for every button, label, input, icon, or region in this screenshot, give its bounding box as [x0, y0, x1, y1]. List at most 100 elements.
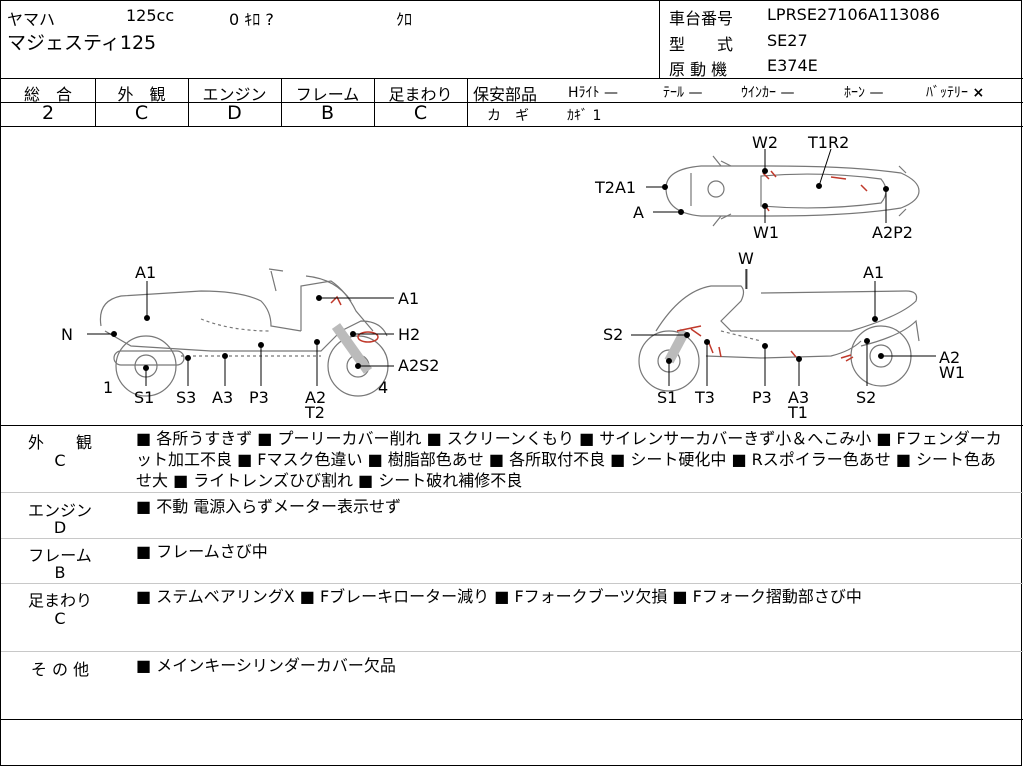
damage-diagram	[87, 148, 936, 397]
grade-rule	[1, 126, 1023, 127]
safety-item-mark: ×	[972, 85, 985, 101]
grade-label-suspension: 足まわり	[388, 85, 453, 104]
safety-item-mark: —	[688, 85, 703, 101]
safety-item-name: Hﾗｲﾄ	[568, 85, 600, 101]
body-color: ｸﾛ	[396, 10, 413, 29]
displacement: 125cc	[126, 6, 175, 25]
diagram-label: A1	[135, 263, 157, 282]
model-code: SE27	[767, 31, 808, 50]
diagram-label: W1	[939, 363, 965, 382]
grade-label-frame: フレーム	[295, 85, 360, 104]
grade-value-frame: B	[320, 102, 335, 124]
left-side-scooter-drawing	[99, 268, 389, 397]
comment-grade-frame: B	[54, 563, 66, 582]
grade-mid-rule	[1, 102, 467, 103]
safety-item-battery: ﾊﾞｯﾃﾘｰ ×	[926, 82, 984, 102]
comment-rule	[1, 492, 1023, 493]
comment-label-suspension: 足まわり	[27, 591, 92, 610]
diagram-label: S1	[657, 388, 678, 407]
safety-item-mark: —	[780, 85, 795, 101]
bottom-rule	[1, 719, 1023, 720]
comment-grade-exterior: C	[54, 451, 66, 470]
diagram-label: S1	[134, 388, 155, 407]
safety-item-name: ｳｲﾝｶｰ	[741, 85, 776, 101]
diagram-label: A2	[939, 348, 961, 367]
comment-grade-engine: D	[53, 518, 67, 537]
diagram-label: A1	[863, 263, 885, 282]
comment-text-suspension: ■ ステムベアリングX ■ Fブレーキローター減り ■ Fフォークブーツ欠損 ■…	[136, 587, 862, 606]
grade-value-suspension: C	[413, 102, 428, 124]
maker: ヤマハ	[7, 10, 56, 29]
mileage: 0 ｷﾛ ?	[229, 10, 274, 29]
frame-no-label: 車台番号	[669, 9, 734, 28]
comment-text-engine: ■ 不動 電源入らずメーター表示せず	[136, 497, 401, 516]
grade-label-total: 総 合	[23, 85, 72, 104]
grade-label-engine: エンジン	[202, 85, 267, 104]
diagram-label: 1	[103, 378, 114, 397]
diagram-label: T2A1	[595, 178, 637, 197]
header-rule	[1, 78, 1023, 79]
diagram-label: P3	[249, 388, 269, 407]
diagram-label: H2	[398, 325, 421, 344]
grade-label-exterior: 外 観	[117, 85, 166, 104]
safety-item-winker: ｳｲﾝｶｰ —	[741, 82, 794, 102]
model-code-label: 型 式	[669, 35, 734, 54]
safety-item-headlight: Hﾗｲﾄ —	[568, 82, 618, 102]
engine-code: E374E	[767, 56, 818, 75]
diagram-label: S2	[603, 325, 624, 344]
comment-text-other: ■ メインキーシリンダーカバー欠品	[136, 656, 396, 675]
key-label: カ ギ	[487, 108, 529, 124]
header-divider	[659, 1, 660, 78]
grade-value-exterior: C	[134, 102, 149, 124]
diagram-label: A2	[305, 388, 327, 407]
comment-text-exterior: ■ 各所うすきず ■ プーリーカバー削れ ■ スクリーンくもり ■ サイレンサー…	[136, 429, 1002, 490]
diagram-label: W1	[753, 223, 779, 242]
damage-marks	[330, 170, 868, 362]
engine-code-label: 原 動 機	[669, 60, 728, 79]
diagram-label: A2P2	[872, 223, 913, 242]
diagram-label: S2	[856, 388, 877, 407]
safety-item-horn: ﾎｰﾝ —	[844, 82, 883, 102]
grade-value-engine: D	[227, 102, 242, 124]
safety-label: 保安部品	[473, 85, 538, 104]
diagram-label: T2	[305, 403, 325, 422]
comment-grade-suspension: C	[54, 609, 66, 628]
comment-label-exterior: 外 観	[27, 433, 92, 452]
safety-item-tail: ﾃｰﾙ —	[663, 82, 702, 102]
diagram-label: N	[61, 325, 73, 344]
safety-mid-rule	[467, 102, 1023, 103]
diagram-label: S3	[176, 388, 197, 407]
diagram-label: A3	[788, 388, 810, 407]
diagram-label: 4	[378, 378, 389, 397]
diagram-label: W2	[752, 133, 778, 152]
diagram-label: P3	[752, 388, 772, 407]
diagram-label: W	[738, 249, 754, 268]
comment-label-frame: フレーム	[28, 546, 92, 565]
safety-item-mark: —	[869, 85, 884, 101]
comment-label-engine: エンジン	[27, 501, 92, 520]
diagram-label: A3	[212, 388, 234, 407]
safety-item-mark: —	[603, 85, 618, 101]
model-name: マジェスティ125	[7, 32, 157, 54]
diagram-label: A1	[398, 289, 420, 308]
safety-item-name: ﾊﾞｯﾃﾘｰ	[926, 85, 968, 101]
diagram-label: T3	[695, 388, 715, 407]
safety-item-name: ﾃｰﾙ	[663, 85, 684, 101]
right-side-scooter-drawing	[638, 269, 920, 392]
diagram-label: A2S2	[398, 356, 440, 375]
top-view-scooter-drawing	[665, 155, 920, 227]
diagram-label: T1R2	[808, 133, 850, 152]
comment-rule	[1, 583, 1023, 584]
comment-text-frame: ■ フレームさび中	[136, 542, 268, 561]
diagram-label: T1	[788, 403, 808, 422]
frame-no: LPRSE27106A113086	[767, 5, 940, 24]
comment-label-other: そ の 他	[30, 660, 90, 679]
key-value: ｶｷﾞ 1	[567, 108, 602, 124]
comment-rule	[1, 651, 1023, 652]
diagram-rule	[1, 425, 1023, 426]
diagram-label: A	[633, 203, 644, 222]
grade-value-total: 2	[41, 102, 55, 124]
comment-rule	[1, 538, 1023, 539]
safety-item-name: ﾎｰﾝ	[844, 85, 865, 101]
